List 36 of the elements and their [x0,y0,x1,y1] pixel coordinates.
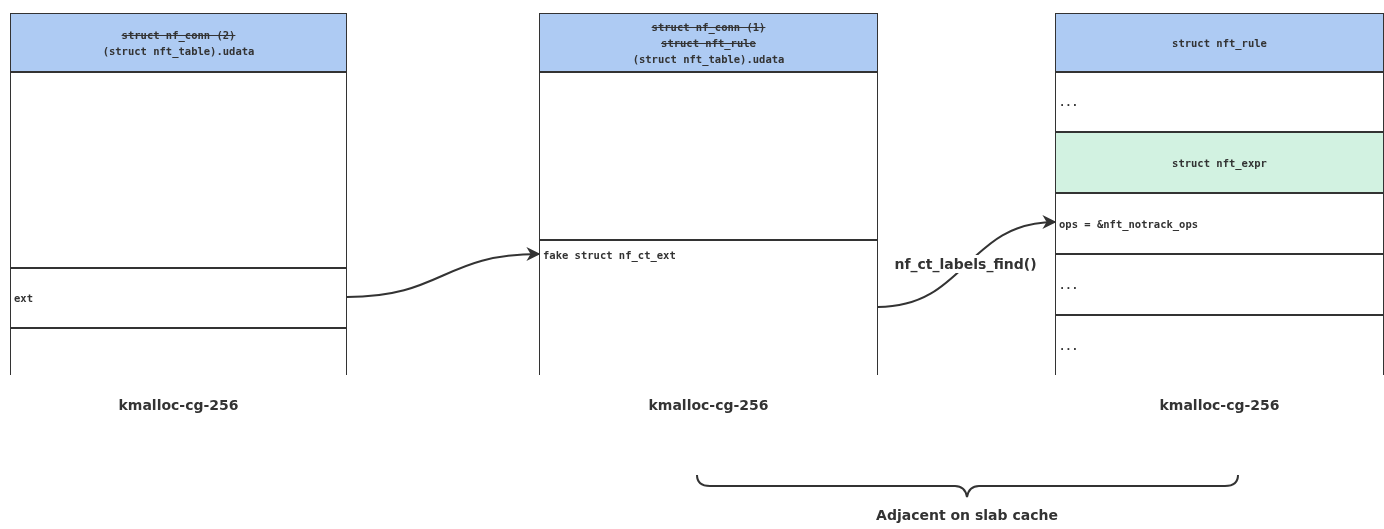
field-row [540,240,877,376]
empty-row [540,72,877,240]
arrow [346,247,541,298]
field-text: ops = &nft_notrack_ops [1059,216,1199,232]
struct-row [1056,132,1383,193]
field-row [1056,254,1383,315]
brace-caption: Adjacent on slab cache [876,507,1058,523]
field-text: ... [1059,95,1078,110]
cache-name: kmalloc-cg-256 [118,397,239,413]
field-row [11,268,346,328]
edge-label: nf_ct_labels_find() [892,254,1039,273]
struck-through-text: struct nf_conn (1) [651,19,766,35]
struck-through-text: struct nft_rule [661,35,756,51]
header-row [540,14,877,72]
field-row [1056,193,1383,254]
empty-row [11,328,346,376]
field-text: struct nft_rule [1172,35,1267,51]
header-row [11,14,346,72]
field-row [1056,72,1383,132]
cache-name: kmalloc-cg-256 [648,397,769,413]
cache-name: kmalloc-cg-256 [1159,397,1280,413]
header-row [1056,14,1383,72]
field-row [1056,315,1383,376]
arrow [877,216,1057,308]
field-text: ext [14,291,33,306]
memory-object-box [1055,13,1384,375]
field-text: (struct nft_table).udata [632,51,785,67]
empty-row [11,72,346,268]
field-text: struct nft_expr [1172,155,1267,171]
memory-object-box [539,13,878,375]
field-text: (struct nft_table).udata [102,43,255,59]
field-text: ... [1059,277,1078,293]
memory-object-box [10,13,347,375]
field-text: ... [1059,339,1078,354]
field-text: fake struct nf_ct_ext [543,248,676,263]
struck-through-text: struct nf_conn (2) [121,27,236,43]
